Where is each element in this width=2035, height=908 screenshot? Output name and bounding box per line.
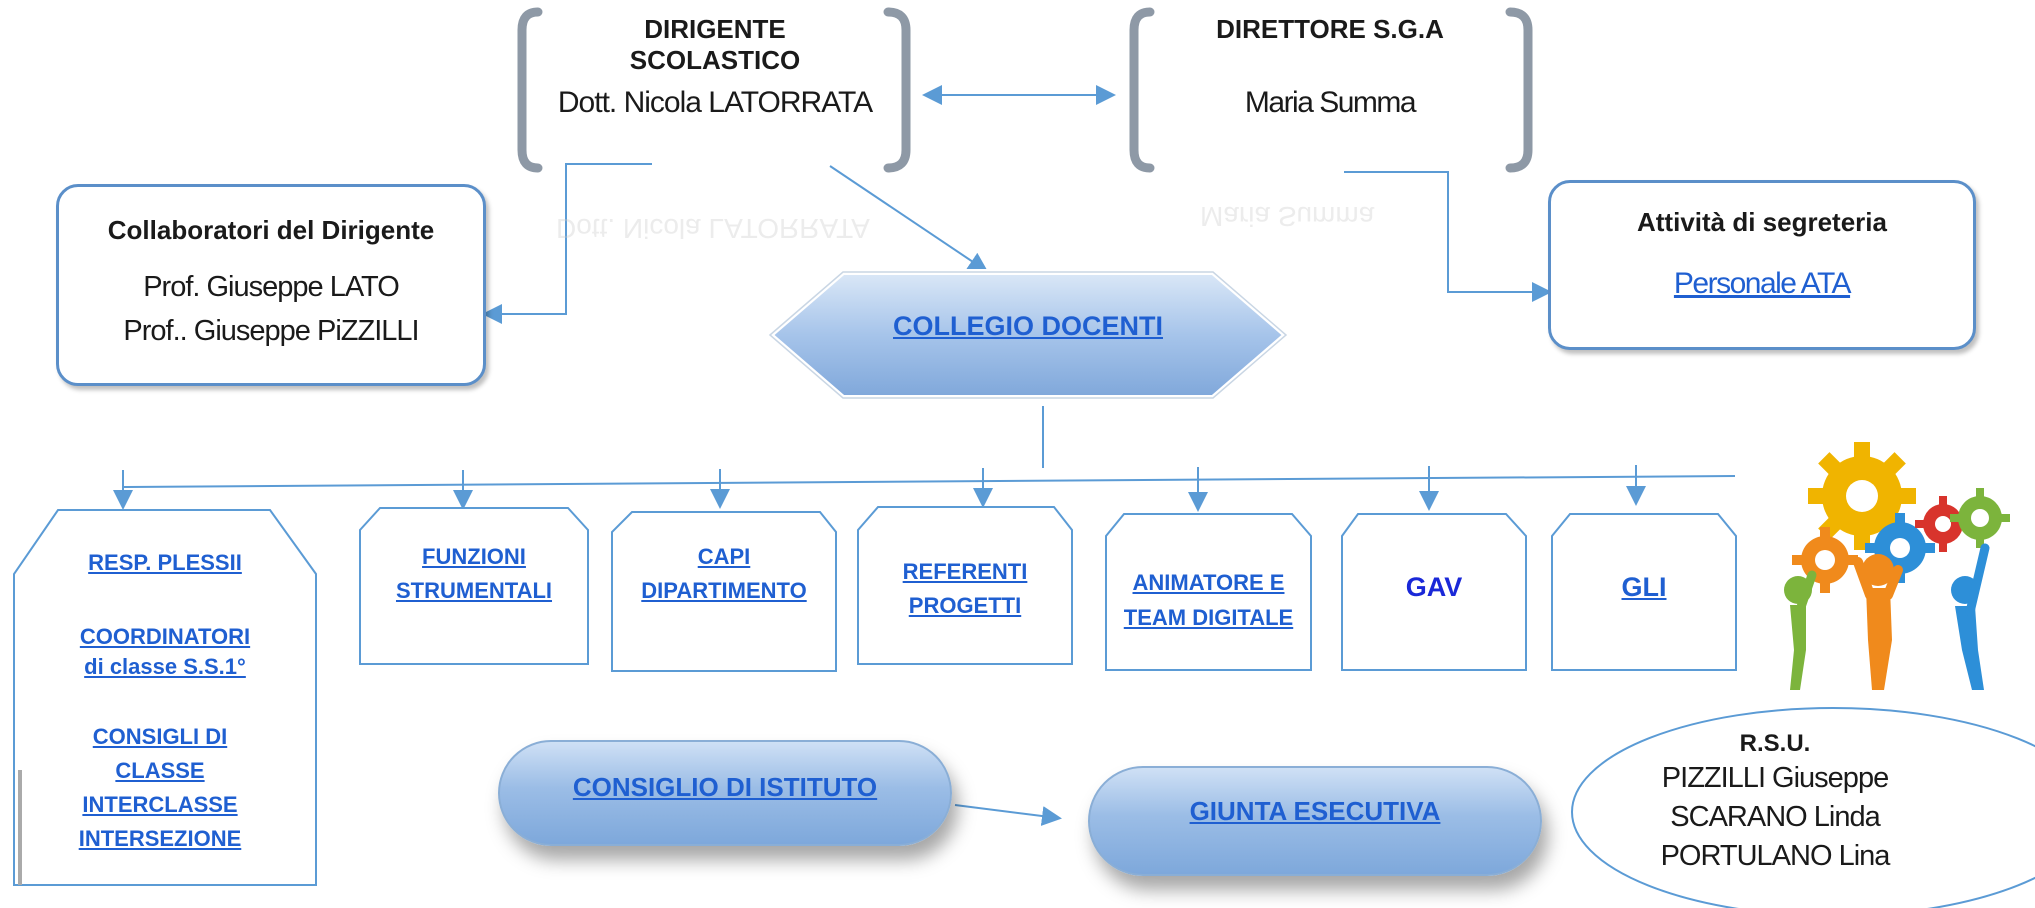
funzioni-line1: FUNZIONI xyxy=(422,544,526,569)
segreteria-title: Attività di segreteria xyxy=(1637,207,1887,237)
collaboratori-title: Collaboratori del Dirigente xyxy=(107,215,435,245)
dirigente-title: DIRIGENTE SCOLASTICO xyxy=(629,14,801,75)
collaboratori-card: Collaboratori del Dirigente Prof. Giusep… xyxy=(56,184,486,386)
collegio-docenti-link[interactable]: COLLEGIO DOCENTI xyxy=(893,311,1163,341)
people-gears-icon xyxy=(1784,442,2010,690)
funzioni-strumentali-link[interactable]: FUNZIONI STRUMENTALI xyxy=(360,540,588,608)
collaboratori-line1: Prof. Giuseppe LATO xyxy=(143,271,400,303)
referenti-line2: PROGETTI xyxy=(908,593,1022,618)
referenti-progetti-link[interactable]: REFERENTI PROGETTI xyxy=(858,555,1072,623)
dirigente-collaboratori-connector xyxy=(482,163,652,324)
consiglio-istituto-link[interactable]: CONSIGLIO DI ISTITUTO xyxy=(572,772,878,802)
animatore-team-digitale-link[interactable]: ANIMATORE E TEAM DIGITALE xyxy=(1106,565,1311,635)
left-column-shape xyxy=(13,509,317,886)
consigli-line4: INTERSEZIONE xyxy=(78,826,242,851)
animatore-box-shape xyxy=(1105,513,1312,671)
rsu-line1: PIZZILLI Giuseppe xyxy=(1661,762,1889,794)
capi-box-shape xyxy=(611,511,837,672)
referenti-line1: REFERENTI xyxy=(902,559,1028,584)
personale-ata-link[interactable]: Personale ATA xyxy=(1673,267,1852,300)
gav-box-shape xyxy=(1341,513,1527,671)
gav-label[interactable]: GAV xyxy=(1405,572,1463,602)
funzioni-line2: STRUMENTALI xyxy=(395,578,553,603)
gli-box-shape xyxy=(1551,513,1737,671)
funzioni-box-shape xyxy=(359,507,589,665)
rsu-ellipse xyxy=(1571,707,2035,908)
direttore-segreteria-connector xyxy=(1344,171,1552,302)
capi-dipartimento-link[interactable]: CAPI DIPARTIMENTO xyxy=(612,540,836,608)
dirigente-collegio-connector xyxy=(829,165,989,273)
dirigente-name-reflection: Dott. Nicola LATORRATA xyxy=(556,213,870,244)
dirigente-name: Dott. Nicola LATORRATA xyxy=(557,86,873,119)
collaboratori-line2: Prof.. Giuseppe PiZZILLI xyxy=(123,315,419,347)
consigli-link[interactable]: CONSIGLI DI CLASSE INTERCLASSE INTERSEZI… xyxy=(30,720,290,856)
resp-plessi-link[interactable]: RESP. PLESSII xyxy=(88,550,242,575)
giunta-esecutiva-link[interactable]: GIUNTA ESECUTIVA xyxy=(1189,796,1441,826)
referenti-box-shape xyxy=(857,506,1073,665)
dirigente-right-bracket xyxy=(883,7,911,173)
coordinatori-link[interactable]: COORDINATORI di classe S.S.1° xyxy=(30,622,300,682)
direttore-name-reflection: Maria Summa xyxy=(1200,201,1375,232)
rsu-title: R.S.U. xyxy=(1739,730,1811,757)
consigli-line3: INTERCLASSE xyxy=(82,792,238,817)
capi-line1: CAPI xyxy=(697,544,751,569)
consigli-line1: CONSIGLI DI xyxy=(92,724,228,749)
gli-link[interactable]: GLI xyxy=(1621,572,1667,602)
dirigente-left-bracket xyxy=(517,7,543,173)
rsu-line2: SCARANO Linda xyxy=(1670,801,1880,833)
distribution-line xyxy=(122,475,1736,488)
consiglio-giunta-arrow xyxy=(954,804,1062,826)
rsu-line3: PORTULANO Lina xyxy=(1660,840,1891,872)
segreteria-card: Attività di segreteria Personale ATA xyxy=(1548,180,1976,350)
capi-line2: DIPARTIMENTO xyxy=(641,578,807,603)
direttore-name: Maria Summa xyxy=(1244,86,1417,119)
consiglio-istituto-pill[interactable]: CONSIGLIO DI ISTITUTO xyxy=(498,740,952,846)
animatore-line1: ANIMATORE E xyxy=(1132,570,1285,595)
direttore-title: DIRETTORE S.G.A xyxy=(1216,14,1444,44)
animatore-line2: TEAM DIGITALE xyxy=(1123,605,1294,630)
consigli-line2: CLASSE xyxy=(115,758,205,783)
direttore-left-bracket xyxy=(1129,7,1155,173)
coordinatori-line1: COORDINATORI xyxy=(79,624,251,649)
coordinatori-line2: di classe S.S.1° xyxy=(84,654,246,679)
direttore-right-bracket xyxy=(1505,7,1533,173)
giunta-esecutiva-pill[interactable]: GIUNTA ESECUTIVA xyxy=(1088,766,1542,876)
